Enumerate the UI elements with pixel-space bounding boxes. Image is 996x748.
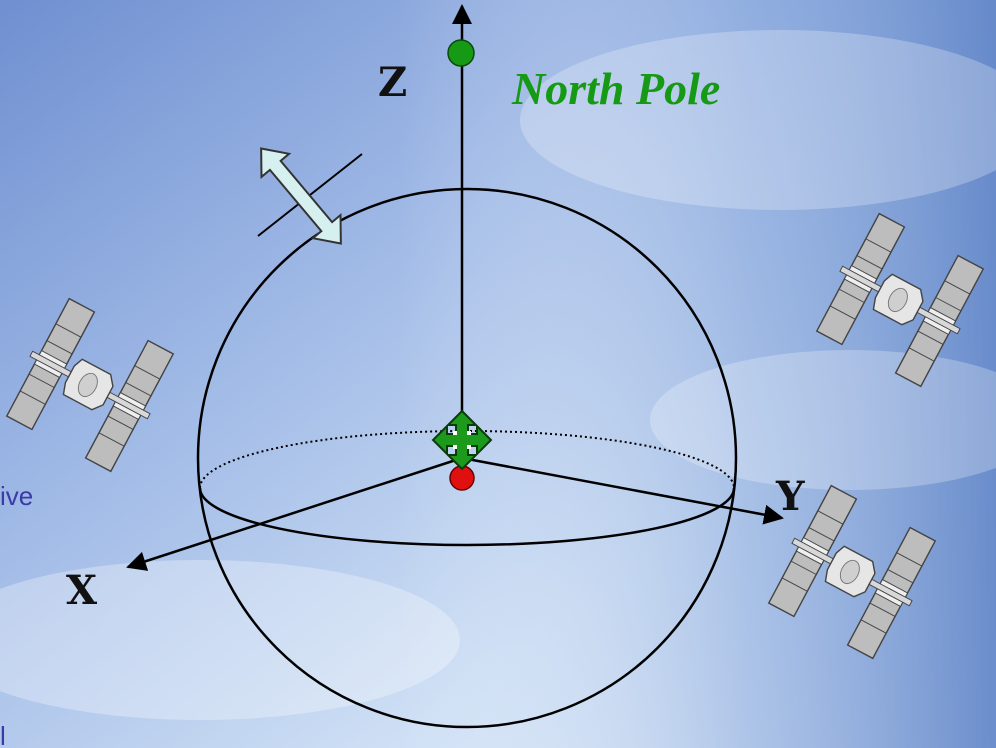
north-pole-label: North Pole [511,63,720,114]
z-axis-label: Z [378,59,407,106]
y-axis-line [461,456,784,525]
sphere-outline [196,187,738,729]
move-cursor-icon[interactable] [431,409,493,471]
x-axis-label: X [66,567,97,614]
cut-off-text-1: ive [0,481,33,511]
x-axis-line [126,456,463,571]
equator-front [198,487,736,547]
north-pole-marker [447,39,475,67]
double-arrow-icon[interactable] [247,137,354,255]
y-axis-label: Y [775,473,805,520]
cut-off-text-2: l [0,721,6,748]
